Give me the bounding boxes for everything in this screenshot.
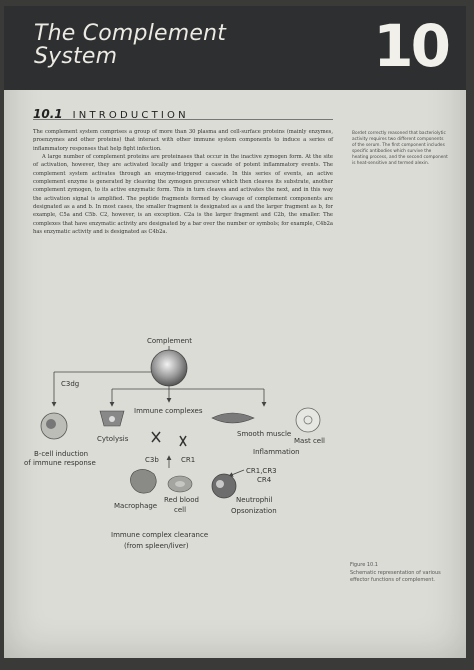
chapter-title-line-1: The Complement	[34, 21, 227, 46]
complement-functions-diagram: Complement C3dg B-cell induction of immu…	[24, 337, 325, 550]
mast-cell-icon	[295, 407, 321, 433]
red-blood-cell-label-line-2: cell	[174, 506, 186, 514]
book-page: The Complement System 10 10.1 INTRODUCTIO…	[4, 6, 466, 658]
chapter-title-line-2: System	[34, 44, 118, 69]
body-text: The complement system comprises a group …	[33, 128, 333, 236]
figure-caption: Figure 10.1 Schematic representation of …	[350, 562, 446, 584]
margin-note: Bordet correctly reasoned that bacteriol…	[352, 131, 448, 167]
cr-label-line-1: CR1,CR3	[246, 467, 277, 475]
section-label: INTRODUCTION	[72, 110, 189, 121]
complement-label: Complement	[147, 337, 192, 345]
immune-complex-cluster-icon	[151, 431, 187, 447]
section-divider	[33, 119, 333, 120]
complement-sphere	[150, 349, 188, 387]
neutrophil-granule-icon	[216, 480, 224, 488]
neutrophil-arrow	[228, 469, 245, 477]
neutrophil-icon	[211, 473, 237, 499]
body-paragraph-1: The complement system comprises a group …	[33, 129, 333, 152]
c3b-label: C3b	[145, 456, 159, 464]
cytolysis-label: Cytolysis	[97, 435, 129, 443]
clearance-label-line-1: Immune complex clearance	[111, 531, 208, 539]
b-cell-label-line-1: B-cell induction	[34, 450, 88, 458]
smooth-muscle-label: Smooth muscle	[237, 430, 291, 438]
chapter-header-band: The Complement System 10	[4, 6, 466, 90]
section-number: 10.1	[33, 107, 63, 121]
b-cell-nucleus-icon	[46, 419, 56, 429]
smooth-muscle-icon	[211, 412, 255, 424]
chapter-title: The Complement System	[34, 22, 264, 68]
mast-cell-label: Mast cell	[294, 437, 325, 445]
immune-complexes-label: Immune complexes	[134, 407, 203, 415]
cytolysis-pore-icon	[109, 416, 115, 422]
mast-cell-nucleus-icon	[303, 415, 313, 425]
chapter-number: 10	[373, 12, 451, 80]
c3dg-label: C3dg	[61, 380, 79, 388]
opsonization-label: Opsonization	[231, 507, 277, 515]
clearance-label-line-2: (from spleen/liver)	[124, 542, 189, 550]
cr1-label: CR1	[181, 456, 195, 464]
macrophage-icon	[130, 469, 157, 494]
inflammation-label: Inflammation	[253, 448, 300, 456]
figure-label: Figure 10.1	[350, 562, 378, 568]
cr-label-line-2: CR4	[257, 476, 272, 484]
neutrophil-label: Neutrophil	[236, 496, 273, 504]
macrophage-label: Macrophage	[114, 502, 157, 510]
figure-caption-text: Schematic representation of various effe…	[350, 570, 441, 583]
red-blood-cell-label-line-1: Red blood	[164, 496, 199, 504]
b-cell-label-line-2: of immune response	[24, 459, 96, 467]
body-paragraph-2: A large number of complement proteins ar…	[33, 154, 333, 236]
red-blood-cell-center-icon	[175, 481, 185, 487]
section-heading: 10.1 INTRODUCTION	[33, 103, 189, 122]
